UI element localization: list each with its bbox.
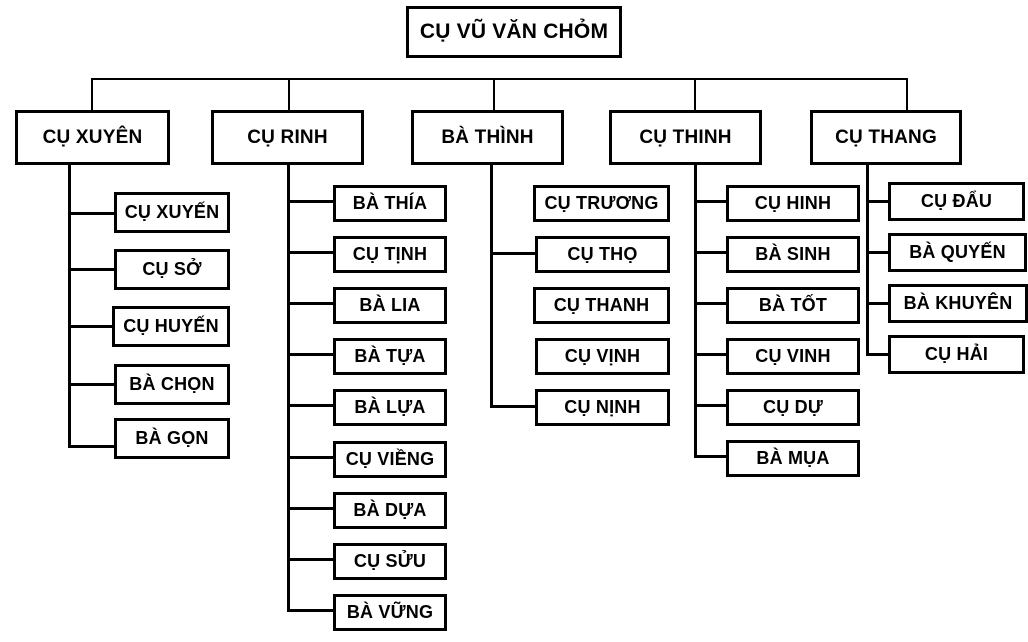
node-branch-4-child-1[interactable]: CỤ HINH: [726, 185, 860, 222]
connector-drop-branch-4: [694, 78, 696, 110]
node-branch-1-child-1[interactable]: CỤ XUYẾN: [114, 192, 230, 233]
node-branch-5-child-1[interactable]: CỤ ĐẨU: [888, 182, 1025, 221]
stub-branch-3-child-2: [490, 252, 536, 255]
node-branch-4-child-3[interactable]: BÀ TỐT: [726, 287, 860, 324]
stub-branch-5-child-3: [866, 302, 890, 305]
stub-branch-5-child-2: [866, 251, 890, 254]
node-branch-1-parent[interactable]: CỤ XUYÊN: [15, 110, 170, 165]
connector-generation1-bus: [91, 78, 908, 80]
connector-drop-branch-2: [288, 78, 290, 110]
node-branch-1-child-4[interactable]: BÀ CHỌN: [114, 364, 230, 405]
node-branch-3-child-2[interactable]: CỤ THỌ: [535, 236, 670, 273]
node-branch-2-child-8[interactable]: CỤ SỬU: [333, 543, 447, 580]
node-branch-2-child-3[interactable]: BÀ LIA: [333, 287, 447, 324]
stub-branch-3-child-5: [490, 405, 536, 408]
stub-branch-2-child-7: [287, 507, 333, 510]
node-branch-4-child-5[interactable]: CỤ DỰ: [726, 389, 860, 426]
node-branch-1-child-3[interactable]: CỤ HUYẾN: [112, 306, 230, 347]
connector-drop-branch-5: [906, 78, 908, 110]
node-branch-2-child-4[interactable]: BÀ TỰA: [333, 338, 447, 375]
node-branch-5-child-3[interactable]: BÀ KHUYÊN: [888, 284, 1028, 323]
stub-branch-2-child-1: [287, 200, 333, 203]
stub-branch-4-child-3: [694, 302, 728, 305]
stub-branch-4-child-6: [694, 455, 728, 458]
stub-branch-2-child-2: [287, 251, 333, 254]
node-branch-2-child-2[interactable]: CỤ TỊNH: [333, 236, 447, 273]
stub-branch-2-child-4: [287, 353, 333, 356]
node-branch-3-parent[interactable]: BÀ THÌNH: [411, 110, 564, 165]
stub-branch-2-child-5: [287, 404, 333, 407]
node-branch-2-child-1[interactable]: BÀ THÍA: [333, 185, 447, 222]
node-branch-4-parent[interactable]: CỤ THINH: [609, 110, 762, 165]
node-branch-1-child-2[interactable]: CỤ SỞ: [114, 249, 230, 290]
node-branch-5-parent[interactable]: CỤ THANG: [810, 110, 962, 165]
stub-branch-2-child-8: [287, 558, 333, 561]
node-branch-5-child-4[interactable]: CỤ HẢI: [888, 335, 1025, 374]
stub-branch-4-child-2: [694, 251, 728, 254]
stub-branch-1-child-3: [68, 325, 116, 328]
node-branch-3-child-4[interactable]: CỤ VỊNH: [535, 338, 670, 375]
stub-branch-5-child-1: [866, 200, 890, 203]
stub-branch-2-child-9: [287, 609, 333, 612]
node-branch-2-child-7[interactable]: BÀ DỰA: [333, 492, 447, 529]
node-branch-2-child-6[interactable]: CỤ VIỀNG: [333, 441, 447, 478]
node-branch-4-child-6[interactable]: BÀ MỤA: [726, 440, 860, 477]
stub-branch-1-child-2: [68, 268, 116, 271]
node-branch-3-child-5[interactable]: CỤ NỊNH: [535, 389, 670, 426]
node-branch-2-parent[interactable]: CỤ RINH: [211, 110, 364, 165]
stub-branch-5-child-4: [866, 353, 890, 356]
stub-branch-1-child-5: [68, 445, 116, 448]
stub-branch-4-child-1: [694, 200, 728, 203]
spine-branch-4: [694, 165, 697, 458]
stub-branch-4-child-5: [694, 404, 728, 407]
spine-branch-2: [287, 165, 290, 611]
stub-branch-4-child-4: [694, 353, 728, 356]
stub-branch-2-child-6: [287, 456, 333, 459]
node-branch-1-child-5[interactable]: BÀ GỌN: [114, 418, 230, 459]
spine-branch-1: [68, 165, 71, 448]
spine-branch-5: [866, 165, 869, 355]
node-branch-5-child-2[interactable]: BÀ QUYẾN: [888, 233, 1027, 272]
node-branch-3-child-1[interactable]: CỤ TRƯƠNG: [533, 185, 670, 222]
node-root[interactable]: CỤ VŨ VĂN CHỎM: [406, 6, 622, 58]
node-branch-2-child-5[interactable]: BÀ LỰA: [333, 389, 447, 426]
connector-root-trunk: [493, 78, 495, 110]
stub-branch-2-child-3: [287, 302, 333, 305]
node-branch-4-child-4[interactable]: CỤ VINH: [726, 338, 860, 375]
node-branch-4-child-2[interactable]: BÀ SINH: [726, 236, 860, 273]
connector-drop-branch-1: [91, 78, 93, 110]
node-branch-2-child-9[interactable]: BÀ VỮNG: [333, 594, 447, 631]
stub-branch-1-child-1: [68, 212, 116, 215]
stub-branch-1-child-4: [68, 383, 116, 386]
node-branch-3-child-3[interactable]: CỤ THANH: [533, 287, 670, 324]
spine-branch-3: [490, 165, 493, 408]
